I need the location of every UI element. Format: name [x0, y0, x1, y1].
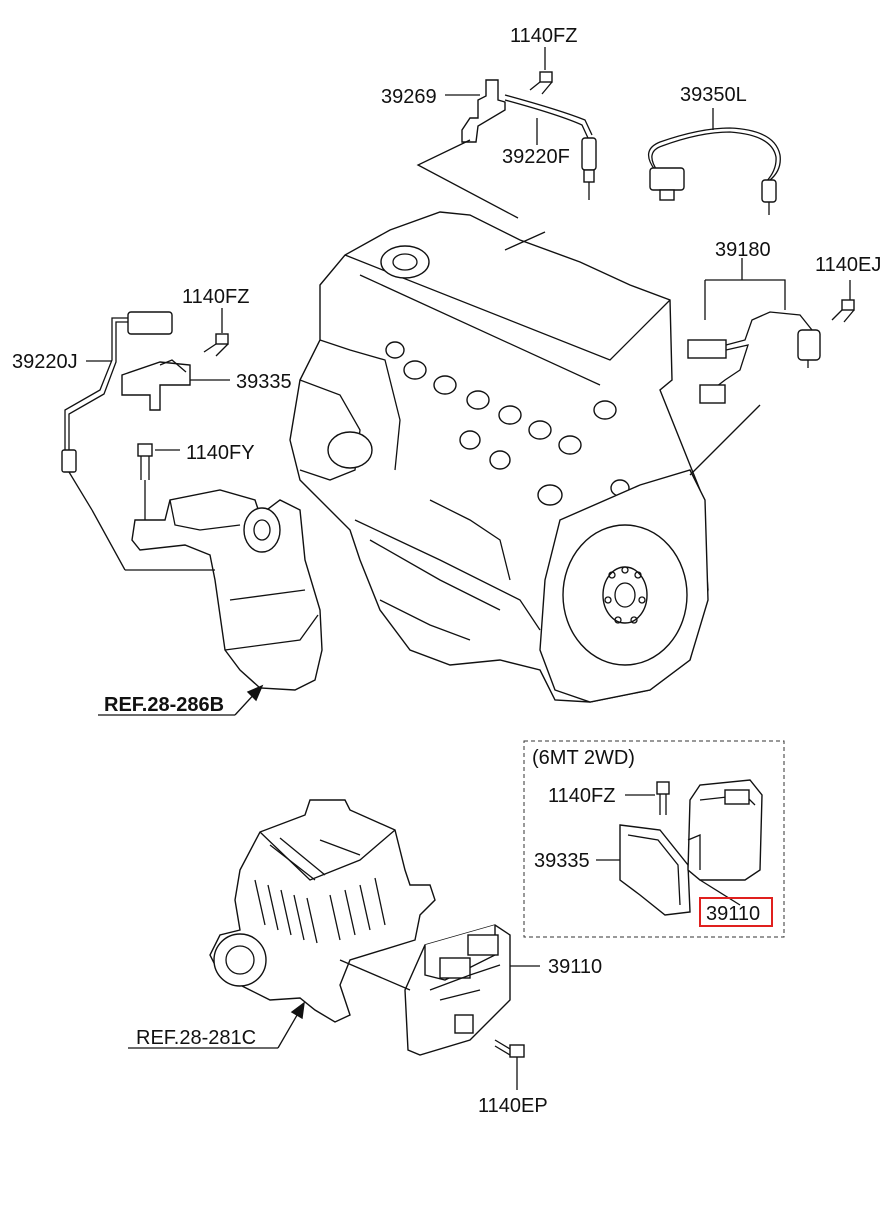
port-holes [385, 341, 630, 506]
label-1140FZ-left: 1140FZ [182, 286, 249, 308]
exhaust-temp-sensor-39220F [416, 47, 597, 251]
label-39350L: 39350L [680, 84, 747, 106]
label-1140EJ: 1140EJ [815, 254, 881, 276]
label-39220J: 39220J [12, 351, 78, 373]
bolt-icon [529, 71, 553, 95]
bolt-icon [656, 781, 670, 815]
label-1140EP: 1140EP [478, 1095, 548, 1117]
label-39180: 39180 [715, 239, 771, 261]
label-39110-main: 39110 [548, 956, 602, 978]
label-39110-box[interactable]: 39110 [706, 903, 760, 925]
oxygen-sensor-39350L [648, 108, 781, 215]
label-39220F: 39220F [502, 146, 570, 168]
label-ref-28-281C[interactable]: REF.28-281C [136, 1027, 256, 1049]
callout-labels: 1140FZ 39269 39220F 39350L 39180 1140EJ … [12, 25, 881, 1117]
label-1140FY: 1140FY [186, 442, 255, 464]
ecu-module-main [339, 924, 540, 1090]
crank-sensor-39180 [687, 258, 855, 476]
label-ref-28-286B[interactable]: REF.28-286B [104, 694, 224, 716]
label-variant-6mt-2wd: (6MT 2WD) [532, 747, 635, 769]
flywheel [539, 469, 709, 703]
filter-ribs [254, 877, 386, 944]
bolt-icon [137, 443, 153, 480]
bolt-icon [831, 299, 855, 323]
label-1140FZ-top: 1140FZ [510, 25, 577, 47]
engine-block [289, 211, 709, 703]
bolt-icon [203, 333, 229, 357]
air-filter-box [128, 799, 436, 1049]
variant-box-6mt-2wd [523, 740, 785, 938]
label-39335-left: 39335 [236, 371, 292, 393]
bolt-icon [494, 1039, 525, 1058]
label-39335-box: 39335 [534, 850, 590, 872]
exhaust-temp-sensor-39220J [61, 308, 230, 511]
catalytic-converter [91, 443, 323, 716]
label-1140FZ-box: 1140FZ [548, 785, 615, 807]
highlight-box-39110 [699, 897, 773, 927]
label-39269: 39269 [381, 86, 437, 108]
